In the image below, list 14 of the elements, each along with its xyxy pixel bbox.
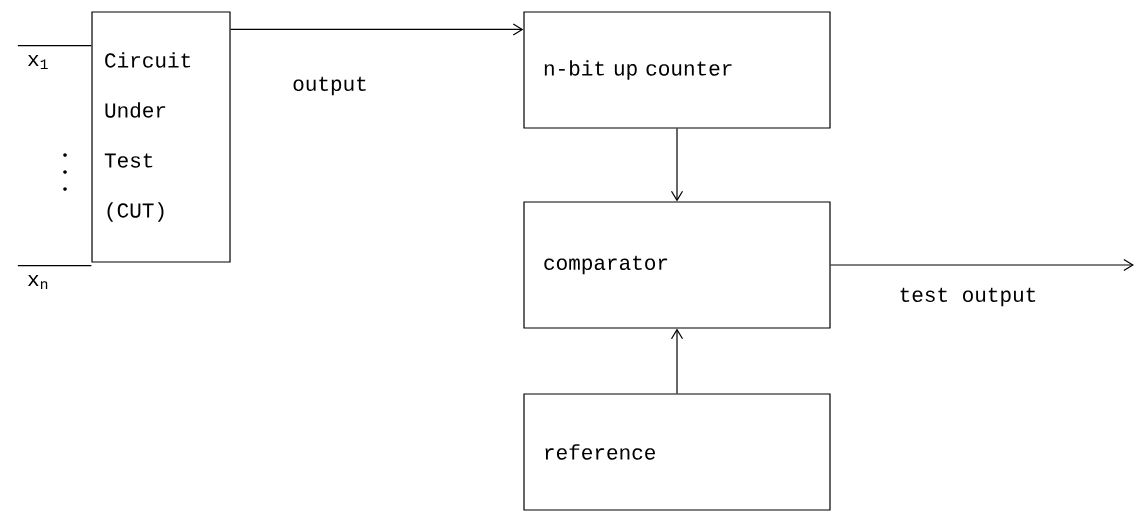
edge-label: test output <box>896 285 1040 309</box>
edge-label: output <box>290 74 370 98</box>
block-box: n-bit up counter <box>523 11 831 129</box>
input-line <box>17 45 92 47</box>
arrow <box>670 128 684 202</box>
arrow <box>670 328 684 394</box>
input-label: x$_{n}$ <box>28 274 48 290</box>
block-box: comparator <box>523 201 831 329</box>
circuit-box: Circuit Under Test (CUT) <box>91 11 231 263</box>
arrow <box>830 258 1134 272</box>
block-box: reference <box>523 393 831 511</box>
arrow <box>230 23 524 36</box>
input-label: x$_{1}$ <box>28 54 48 70</box>
input-line <box>17 265 92 267</box>
